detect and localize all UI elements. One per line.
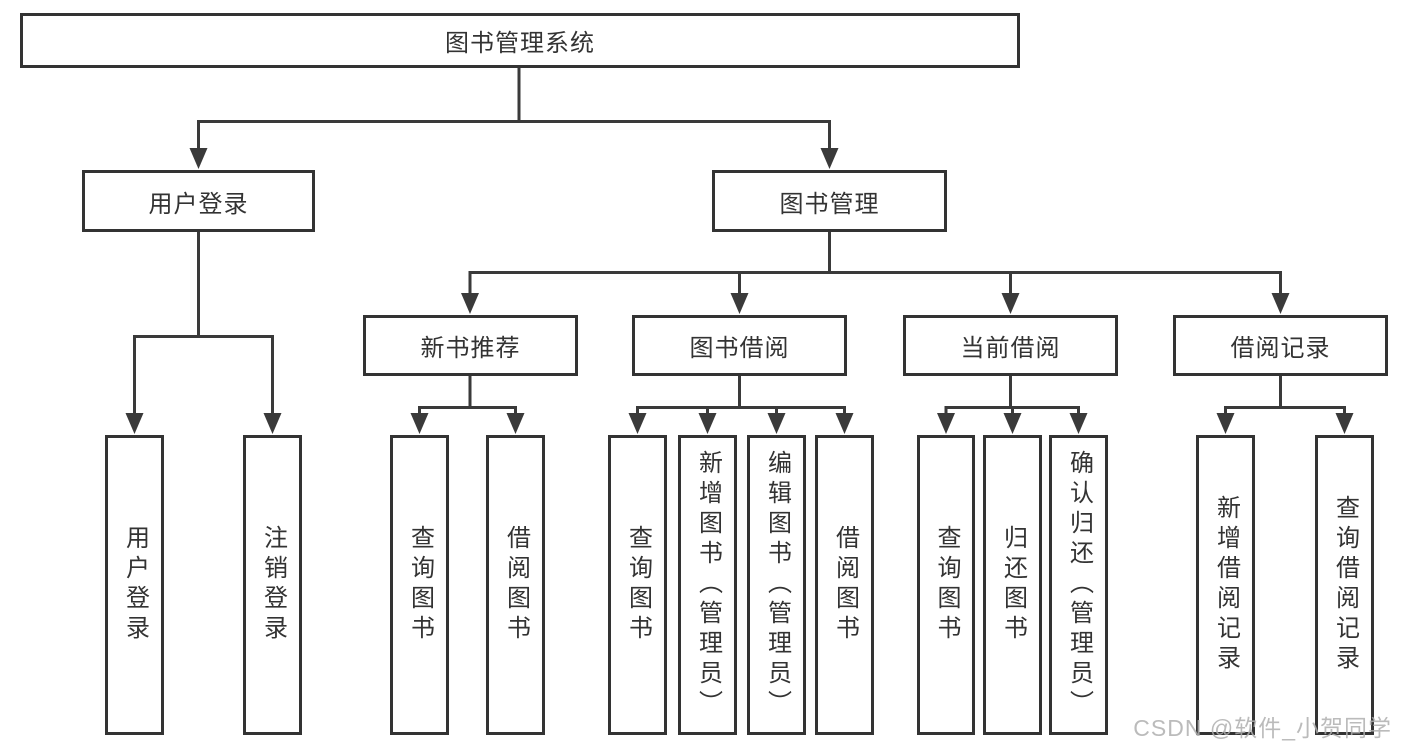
leaf-confirm-return-admin: 确认归还（管理员） (1049, 435, 1108, 735)
leaf-add-borrow-record: 新增借阅记录 (1196, 435, 1255, 735)
leaf-query-books-recommend: 查询图书 (390, 435, 449, 735)
leaf-user-login: 用户登录 (105, 435, 164, 735)
node-user-login: 用户登录 (82, 170, 315, 232)
csdn-watermark: CSDN @软件_小贺同学 (1133, 715, 1392, 741)
leaf-return-books: 归还图书 (983, 435, 1042, 735)
leaf-add-books-admin: 新增图书（管理员） (678, 435, 737, 735)
leaf-borrow-books-recommend: 借阅图书 (486, 435, 545, 735)
leaf-borrow-books: 借阅图书 (815, 435, 874, 735)
node-book-management: 图书管理 (712, 170, 947, 232)
leaf-edit-books-admin: 编辑图书（管理员） (747, 435, 806, 735)
node-borrowing-records: 借阅记录 (1173, 315, 1388, 376)
node-book-borrowing: 图书借阅 (632, 315, 847, 376)
leaf-logout: 注销登录 (243, 435, 302, 735)
leaf-query-books-current: 查询图书 (917, 435, 975, 735)
node-current-borrowing: 当前借阅 (903, 315, 1118, 376)
leaf-query-books-borrowing: 查询图书 (608, 435, 667, 735)
node-new-book-recommend: 新书推荐 (363, 315, 578, 376)
node-library-management-system: 图书管理系统 (20, 13, 1020, 68)
leaf-query-borrow-record: 查询借阅记录 (1315, 435, 1374, 735)
